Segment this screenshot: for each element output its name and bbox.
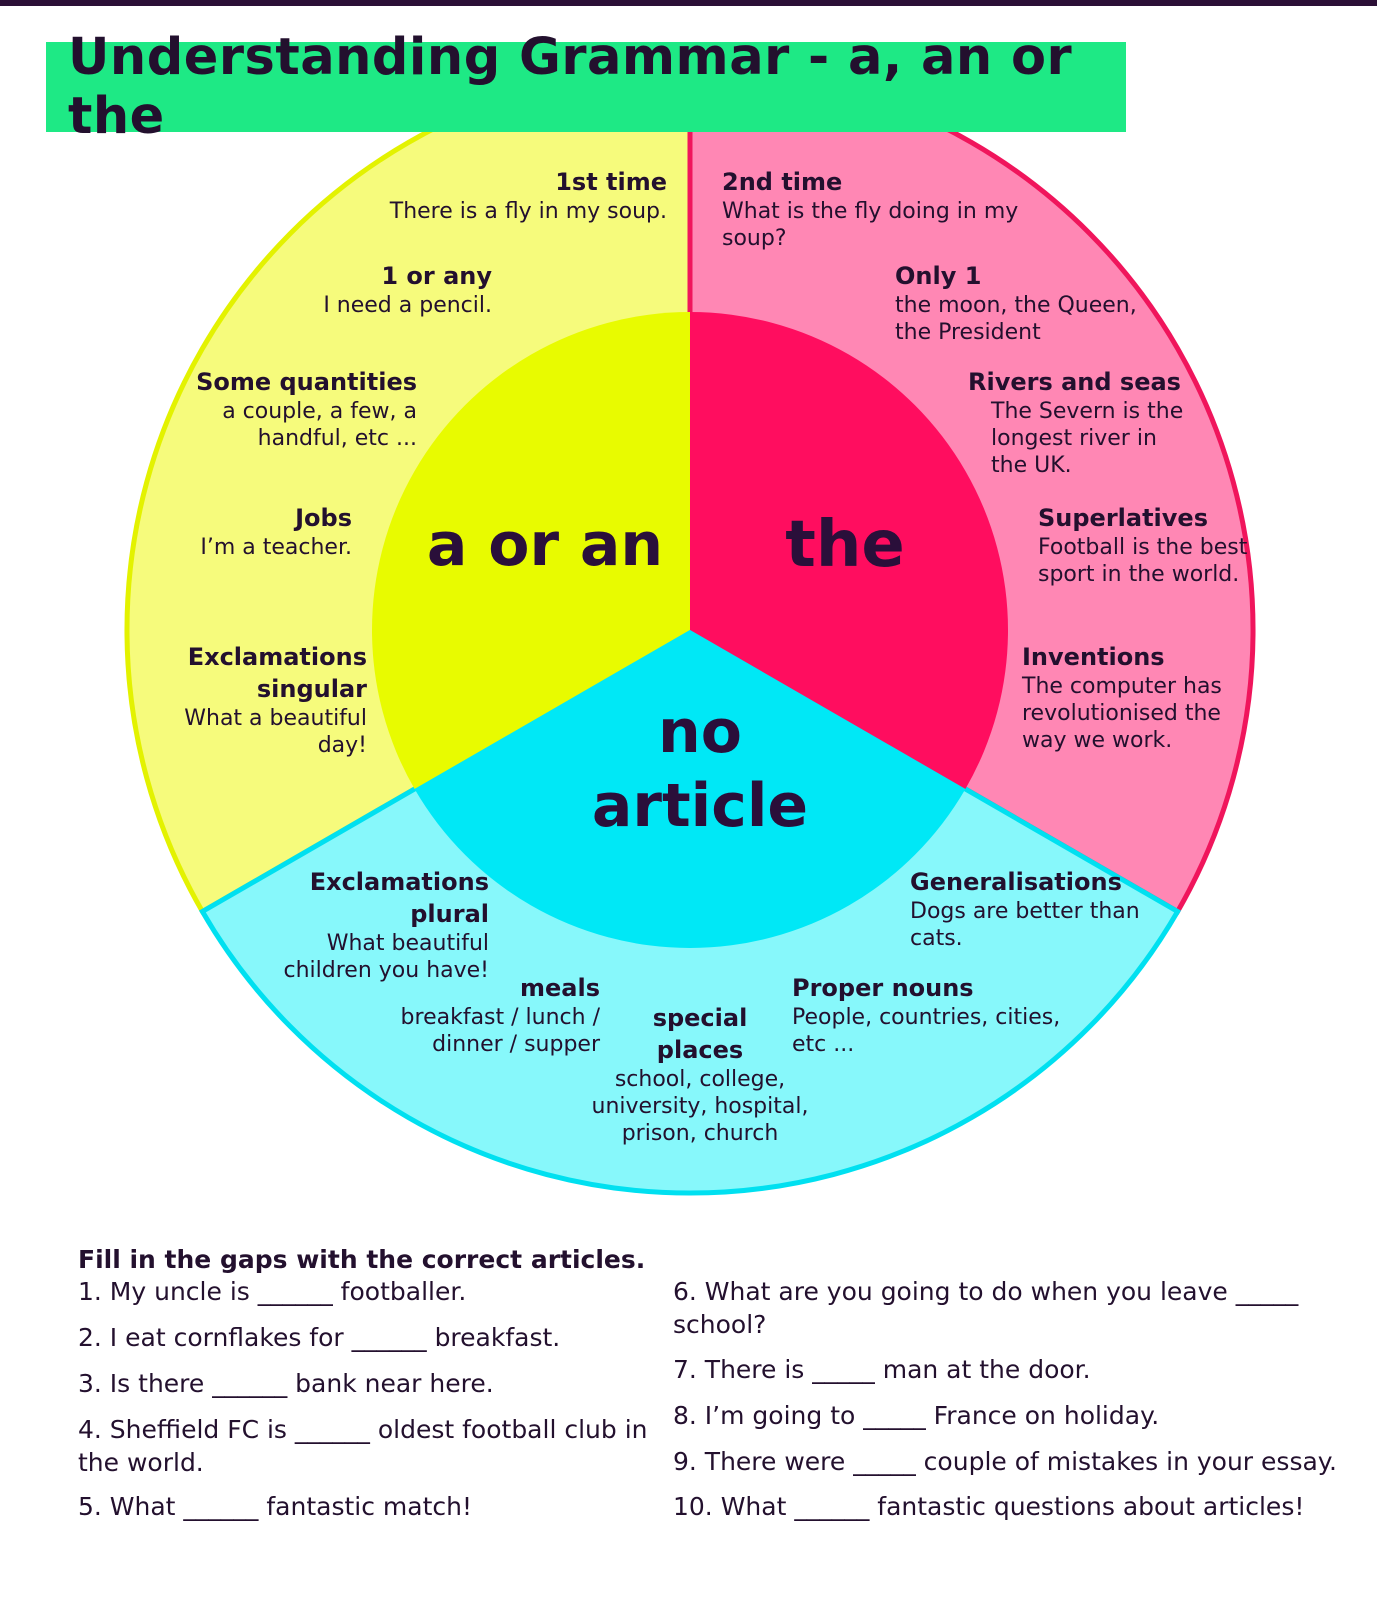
no-article-inner-segment	[414, 630, 966, 949]
core-label-no-article-line2: article	[591, 771, 809, 841]
rule-heading: 1 or any	[381, 262, 492, 290]
rule-superlatives: Superlatives Football is the best sport …	[1038, 502, 1263, 588]
core-label-no-article-line1: no	[658, 697, 742, 767]
core-label-the: the	[785, 508, 905, 582]
top-border	[0, 0, 1377, 6]
rule-heading: Rivers and seas	[968, 368, 1181, 396]
rule-example: What beautiful children you have!	[283, 931, 489, 983]
question-3: 3. Is there ______ bank near here.	[78, 1369, 494, 1398]
the-inner-segment	[690, 312, 1009, 789]
rule-example: a couple, a few, a handful, etc ...	[222, 399, 417, 451]
core-label-no-article: no article	[555, 695, 845, 843]
rule-example: I’m a teacher.	[200, 535, 352, 560]
rule-heading: 1st time	[555, 168, 667, 196]
a-or-an-inner-segment	[371, 312, 690, 789]
rule-heading: Generalisations	[910, 868, 1122, 896]
rule-meals: meals breakfast / lunch / dinner / suppe…	[390, 972, 600, 1058]
rule-heading: Exclamations singular	[187, 643, 367, 703]
rule-example: Football is the best sport in the world.	[1038, 535, 1248, 587]
rule-example: Dogs are better than cats.	[910, 899, 1140, 951]
rule-only-one: Only 1 the moon, the Queen, the Presiden…	[895, 260, 1145, 346]
question-8: 8. I’m going to _____ France on holiday.	[673, 1401, 1160, 1430]
rule-one-or-any: 1 or any I need a pencil.	[272, 260, 492, 319]
rule-example: The computer has revolutionised the way …	[1022, 674, 1222, 753]
question-1: 1. My uncle is ______ footballer.	[78, 1277, 467, 1306]
question-6: 6. What are you going to do when you lea…	[673, 1277, 1299, 1339]
rule-jobs: Jobs I’m a teacher.	[172, 502, 352, 561]
rule-example: There is a fly in my soup.	[389, 199, 667, 224]
rule-generalisations: Generalisations Dogs are better than cat…	[910, 866, 1155, 952]
exercise-heading: Fill in the gaps with the correct articl…	[78, 1245, 646, 1274]
rule-heading: Superlatives	[1038, 504, 1208, 532]
rule-rivers-and-seas: Rivers and seas The Severn is the longes…	[968, 366, 1208, 479]
rule-second-time: 2nd time What is the fly doing in my sou…	[722, 166, 1022, 252]
rule-heading: meals	[520, 974, 600, 1002]
rule-example: What a beautiful day!	[184, 706, 367, 758]
question-9: 9. There were _____ couple of mistakes i…	[673, 1447, 1337, 1476]
rule-example: the moon, the Queen, the President	[895, 293, 1137, 345]
core-label-a-or-an: a or an	[426, 510, 664, 580]
question-5: 5. What ______ fantastic match!	[78, 1492, 473, 1521]
rule-example: school, college, university, hospital, p…	[591, 1067, 809, 1146]
rule-heading: Proper nouns	[792, 974, 974, 1002]
question-10: 10. What ______ fantastic questions abou…	[673, 1492, 1305, 1521]
rule-heading: Some quantities	[196, 368, 417, 396]
rule-heading: Jobs	[295, 504, 352, 532]
rule-heading: special places	[652, 1004, 748, 1064]
rule-proper-nouns: Proper nouns People, countries, cities, …	[792, 972, 1062, 1058]
title-banner: Understanding Grammar - a, an or the	[46, 28, 1126, 146]
page-title: Understanding Grammar - a, an or the	[68, 28, 1073, 146]
question-2: 2. I eat cornflakes for ______ breakfast…	[78, 1323, 561, 1352]
rule-special-places: special places school, college, universi…	[590, 1002, 810, 1147]
rule-exclamations-plural: Exclamations plural What beautiful child…	[269, 866, 489, 984]
rule-example: What is the fly doing in my soup?	[722, 199, 1019, 251]
rule-first-time: 1st time There is a fly in my soup.	[337, 166, 667, 225]
rule-example: I need a pencil.	[323, 293, 492, 318]
rule-example: People, countries, cities, etc ...	[792, 1005, 1061, 1057]
question-4: 4. Sheffield FC is ______ oldest footbal…	[78, 1415, 648, 1477]
rule-heading: Exclamations plural	[309, 868, 489, 928]
rule-example: breakfast / lunch / dinner / supper	[400, 1005, 600, 1057]
question-7: 7. There is _____ man at the door.	[673, 1355, 1091, 1384]
rule-heading: 2nd time	[722, 168, 843, 196]
rule-example: The Severn is the longest river in the U…	[991, 399, 1184, 478]
rule-some-quantities: Some quantities a couple, a few, a handf…	[187, 366, 417, 452]
rule-heading: Inventions	[1022, 643, 1165, 671]
rule-inventions: Inventions The computer has revolutionis…	[1022, 641, 1242, 754]
rule-heading: Only 1	[895, 262, 982, 290]
rule-exclamations-singular: Exclamations singular What a beautiful d…	[162, 641, 367, 759]
